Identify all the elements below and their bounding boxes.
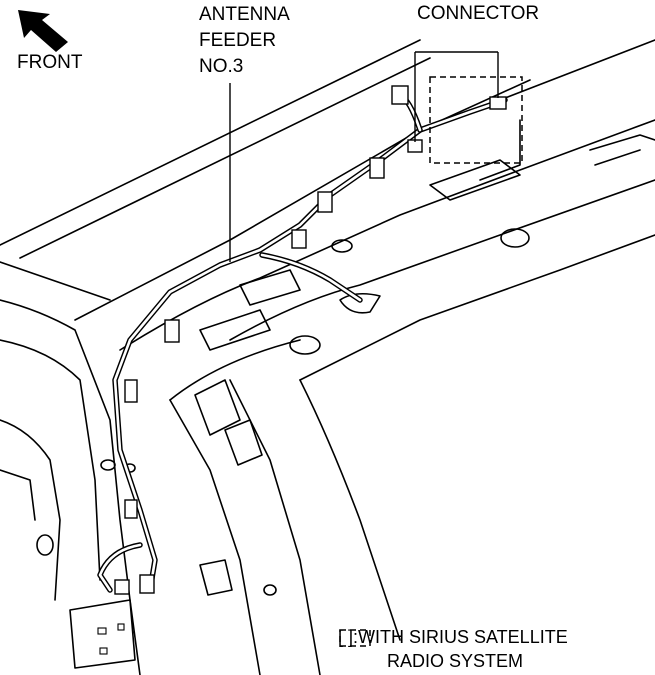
rear-header-edge [589, 134, 655, 166]
a-pillar-inner [0, 339, 101, 581]
roof-rear-edge [499, 39, 655, 101]
pillar-recess-top [239, 269, 301, 306]
b-pillar-front [169, 399, 261, 675]
roof-clip-pocket [339, 292, 381, 314]
pillar-hole-3 [36, 534, 54, 556]
pillar-window-b [224, 419, 263, 466]
connector-lower-2 [114, 579, 130, 595]
pillar-top-curve [169, 339, 301, 401]
a-pillar-outer [0, 299, 141, 675]
door-opening-edge [0, 419, 61, 601]
lower-panel [69, 599, 136, 669]
pillar-recess-mid [199, 309, 271, 351]
c-pillar-edge [299, 379, 401, 641]
front-label: FRONT [17, 52, 83, 73]
b-pillar-rear [229, 379, 321, 675]
roof-rail-upper [74, 79, 531, 321]
connector-label: CONNECTOR [417, 3, 540, 24]
front-direction-arrow-icon [18, 10, 68, 52]
legend-line1: [ ]:WITH SIRIUS SATELLITE [338, 627, 568, 647]
legend-line2: RADIO SYSTEM [387, 651, 524, 671]
antenna-feeder-label-line1: ANTENNA [199, 4, 290, 25]
pillar-hole-1 [100, 459, 116, 471]
antenna-feeder-harness [97, 92, 508, 593]
roof-inner-edge [19, 57, 431, 259]
legend-dashed-symbol [339, 629, 371, 647]
rear-panel-recess [429, 159, 521, 201]
lower-panel-slot-3 [99, 647, 108, 655]
side-fragment [0, 469, 36, 521]
antenna-feeder-label-line3: NO.3 [199, 56, 244, 77]
pillar-window-a [194, 379, 241, 436]
pillar-hole-upper [289, 335, 321, 355]
roof-edge-lower [0, 261, 111, 301]
roof-hole-center [331, 239, 353, 253]
sirius-radio-dashed-region [429, 76, 523, 164]
pillar-hole-4 [263, 584, 277, 596]
harness-clip-1 [369, 157, 385, 179]
roof-rail-lower [229, 179, 655, 341]
harness-clip-4 [164, 319, 180, 343]
connector-b [489, 96, 507, 110]
pillar-bracket-lower [199, 559, 233, 596]
antenna-connector-body [391, 85, 409, 105]
roof-edge-upper [0, 39, 421, 246]
connector-leader [414, 51, 499, 142]
harness-clip-2 [317, 191, 333, 213]
harness-clip-5 [124, 379, 138, 403]
harness-clip-6 [124, 499, 138, 519]
roof-hole-right [500, 228, 530, 248]
lower-panel-slot-2 [117, 623, 125, 631]
connector-lower [139, 574, 155, 594]
roof-rail-middle [119, 119, 655, 351]
lower-panel-slot-1 [97, 627, 107, 635]
harness-clip-3 [291, 229, 307, 249]
rear-bracket [479, 119, 521, 181]
antenna-feeder-label-line2: FEEDER [199, 30, 277, 51]
roof-rail-bottom [299, 234, 655, 381]
